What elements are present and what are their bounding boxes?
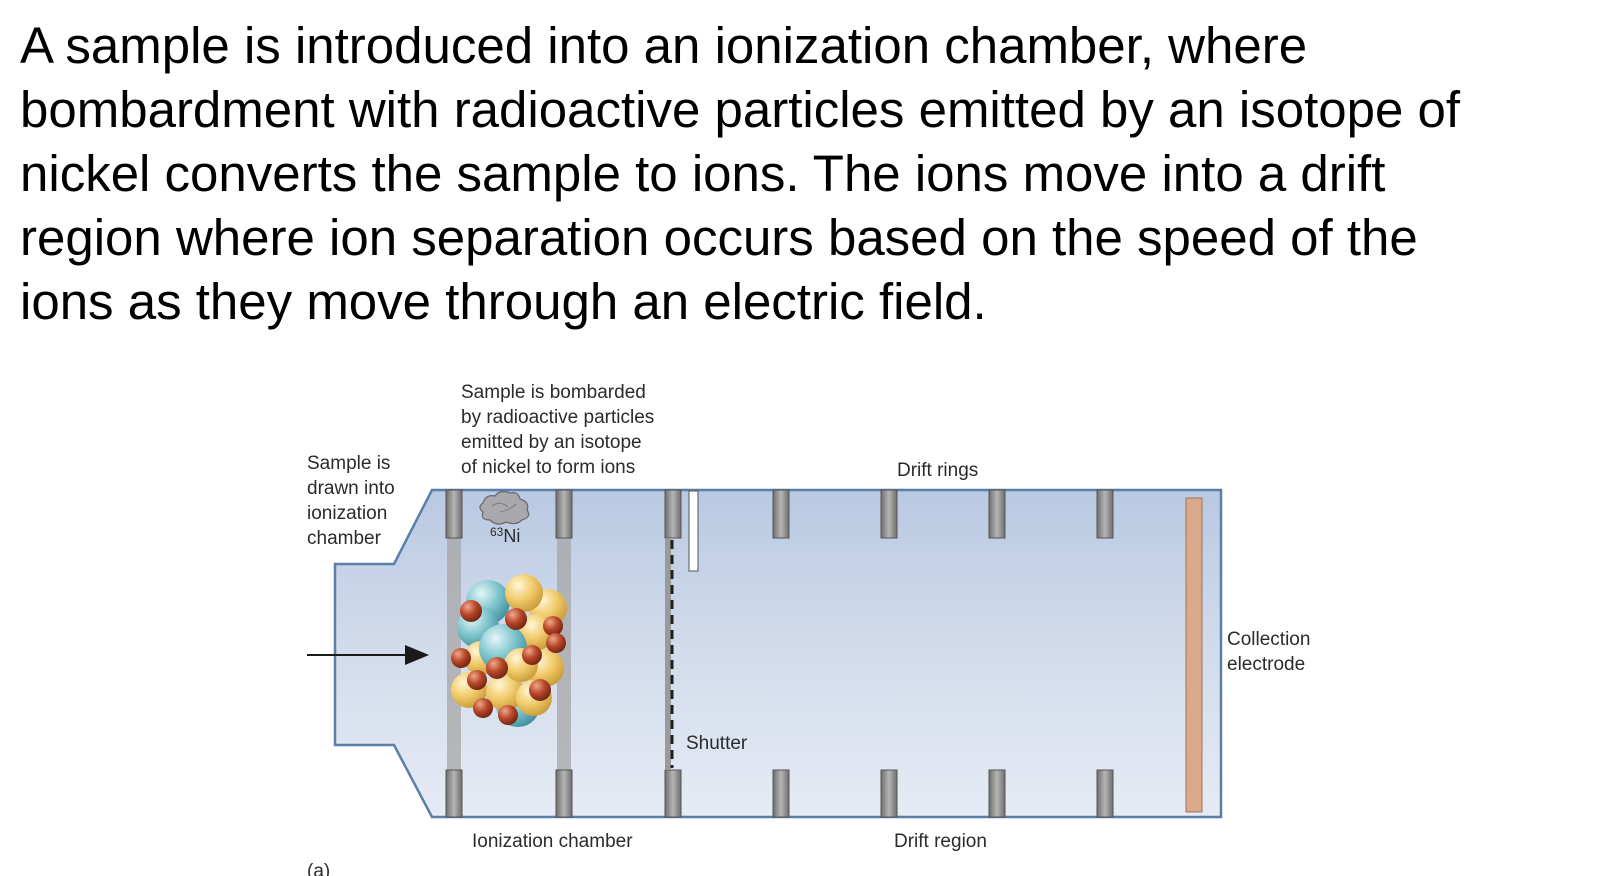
ring-top xyxy=(555,489,573,539)
ion-yellow xyxy=(505,574,543,612)
drift-ring-top xyxy=(988,489,1006,539)
panel-label: (a) xyxy=(307,861,330,876)
inlet-label: Sample is drawn into ionization chamber xyxy=(307,453,400,549)
nickel-source-detail xyxy=(491,502,517,513)
shutter-gate xyxy=(688,490,699,572)
ion-red xyxy=(543,616,563,636)
ring-top xyxy=(664,489,682,539)
drift-ring-bottom xyxy=(1096,769,1114,818)
drift-ring-bottom xyxy=(880,769,898,818)
isotope-symbol: Ni xyxy=(503,526,520,546)
shutter-label: Shutter xyxy=(686,733,748,754)
ion-red xyxy=(486,657,508,679)
ion-red xyxy=(451,648,471,668)
nickel-source-icon xyxy=(479,490,530,525)
collection-electrode-label: Collection electrode xyxy=(1227,629,1316,675)
ion-red xyxy=(473,698,493,718)
ionization-chamber-label: Ionization chamber xyxy=(472,831,633,852)
ion-red xyxy=(460,600,482,622)
isotope-mass: 63 xyxy=(490,525,504,539)
chamber-body xyxy=(333,488,1223,819)
ion-red xyxy=(522,645,542,665)
bombard-label: Sample is bombarded by radioactive parti… xyxy=(461,382,660,478)
description-line: bombardment with radioactive particles e… xyxy=(20,81,1461,138)
ring-bottom xyxy=(445,769,463,818)
ring-bottom xyxy=(555,769,573,818)
ion-red xyxy=(546,633,566,653)
description-paragraph: A sample is introduced into an ionizatio… xyxy=(20,14,1590,334)
ion-red xyxy=(498,705,518,725)
shutter-grid xyxy=(665,538,671,770)
ring-bottom xyxy=(664,769,682,818)
drift-rings-label: Drift rings xyxy=(897,460,978,481)
drift-ring-top xyxy=(1096,489,1114,539)
description-line: ions as they move through an electric fi… xyxy=(20,273,987,330)
description-line: nickel converts the sample to ions. The … xyxy=(20,145,1386,202)
description-line: region where ion separation occurs based… xyxy=(20,209,1418,266)
drift-ring-bottom xyxy=(772,769,790,818)
drift-ring-top xyxy=(772,489,790,539)
ion-red xyxy=(467,670,487,690)
ion-cluster xyxy=(451,574,567,727)
collection-electrode xyxy=(1185,497,1203,813)
ionization-rail-right xyxy=(557,490,571,817)
drift-ring-top xyxy=(880,489,898,539)
ring-top xyxy=(445,489,463,539)
drift-ring-bottom xyxy=(988,769,1006,818)
isotope-label: 63Ni xyxy=(490,525,520,546)
ion-red xyxy=(505,608,527,630)
drift-region-label: Drift region xyxy=(894,831,987,852)
description-line: A sample is introduced into an ionizatio… xyxy=(20,17,1308,74)
ion-red xyxy=(529,679,551,701)
ion-yellow xyxy=(486,673,524,711)
